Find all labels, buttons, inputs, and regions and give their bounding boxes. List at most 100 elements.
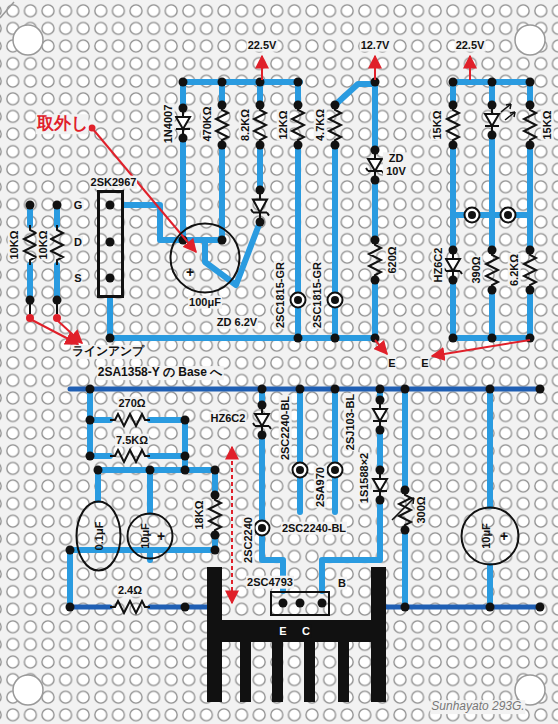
part-label-holder: 2SC2240-BL — [281, 522, 347, 535]
part-label: Sunhayato 293G. — [430, 700, 525, 714]
part-label: E — [420, 357, 429, 370]
part-label-holder: 1N4007 — [162, 104, 175, 145]
part-label-holder: 2SC1815-GR — [274, 261, 287, 329]
part-label-holder: 2SA970 — [314, 466, 327, 508]
part-label: 2SJ103-BL — [344, 393, 357, 451]
capacitor-value-holder: 0.1μF — [92, 521, 105, 552]
part-label: 12.7V — [360, 39, 391, 52]
part-label-holder: E — [278, 625, 287, 638]
part-label-holder: 10KΩ — [37, 230, 50, 261]
part-label-holder: ラインアンプ — [71, 345, 145, 359]
part-label: E — [387, 357, 396, 370]
part-label-holder: 8.2KΩ — [239, 108, 252, 142]
part-label-holder: 15KΩ — [541, 110, 554, 141]
part-label: 15KΩ — [431, 110, 444, 141]
part-label: 15KΩ — [541, 110, 554, 141]
part-label-holder: 15KΩ — [431, 110, 444, 141]
part-label: 2SA1358-Y の Base へ — [97, 366, 224, 380]
part-label: 1S1588×2 — [358, 452, 371, 504]
capacitor-outline-shape — [171, 224, 240, 293]
part-label-holder: 620Ω — [386, 245, 399, 274]
part-label: 7.5KΩ — [115, 434, 149, 447]
part-name-holder: 2SC4793 — [246, 576, 294, 589]
capacitor-outline-shape — [462, 508, 519, 565]
part-label: 18KΩ — [193, 500, 206, 531]
part-label: 2SC2240 — [242, 516, 255, 564]
part-label-holder: 2SC2240-BL — [279, 395, 292, 461]
capacitor-value: 10μF — [480, 522, 493, 550]
part-label-holder: 6.2KΩ — [508, 253, 521, 287]
part-label: 10KΩ — [8, 230, 21, 261]
part-label: HZ6C2 — [432, 247, 445, 284]
part-label: HZ6C2 — [210, 412, 247, 425]
capacitor-circle: 10μF + — [126, 512, 174, 560]
part-label: 12KΩ — [277, 110, 290, 141]
part-label: 8.2KΩ — [239, 108, 252, 142]
capacitor-circle: +100μF — [169, 222, 241, 294]
part-label-holder: 470KΩ — [201, 105, 214, 142]
part-label-holder: B — [337, 577, 347, 590]
part-label: 1N4007 — [162, 104, 175, 145]
part-label-holder: 2SC2240 — [242, 516, 255, 564]
part-label: 390Ω — [470, 255, 483, 284]
capacitor-value-holder: 10μF — [139, 522, 152, 550]
part-label-holder: 22.5V — [455, 39, 486, 52]
fet-outline: 2SK2967 — [97, 190, 124, 298]
capacitor-value-holder: + — [156, 528, 166, 544]
part-label-holder: 10KΩ — [8, 230, 21, 261]
part-label-holder: 2SJ103-BL — [344, 393, 357, 451]
part-label: 470KΩ — [201, 105, 214, 142]
part-label: S — [73, 272, 82, 285]
part-label: ラインアンプ — [71, 345, 145, 359]
part-label: ZD 6.2V — [216, 316, 258, 329]
part-name: 2SC4793 — [246, 576, 294, 589]
part-label: 6.2KΩ — [508, 253, 521, 287]
part-label: 10KΩ — [37, 230, 50, 261]
part-label-holder: HZ6C2 — [210, 412, 247, 425]
part-label-holder: 取外し — [36, 114, 89, 134]
part-label-holder: 2.4Ω — [117, 584, 143, 597]
part-label-holder: E — [420, 357, 429, 370]
part-label: G — [73, 199, 84, 212]
part-label: D — [73, 236, 83, 249]
part-label-holder: 2SC1815-GR — [311, 261, 324, 329]
part-label: 2SC2240-BL — [281, 522, 347, 535]
capacitor-outline-shape — [128, 514, 173, 559]
part-label-holder: 7.5KΩ — [115, 434, 149, 447]
part-label: E — [278, 625, 287, 638]
part-name-holder: 2SK2967 — [90, 176, 138, 189]
part-label-holder: G — [73, 199, 84, 212]
capacitor-outline-shape — [77, 502, 121, 571]
part-label-holder: 12KΩ — [277, 110, 290, 141]
part-label: 22.5V — [455, 39, 486, 52]
capacitor-value: + — [156, 528, 166, 544]
part-label: 2SA970 — [314, 466, 327, 508]
part-label: 2SC2240-BL — [279, 395, 292, 461]
part-label-holder: 2SA1358-Y の Base へ — [97, 366, 224, 380]
capacitor-value: + — [499, 528, 509, 544]
part-label-holder: 4.7KΩ — [314, 108, 327, 142]
part-name: 100μF — [188, 296, 222, 309]
capacitor-value: 10μF — [139, 522, 152, 550]
transistor-outline: 2SC4793 — [270, 591, 330, 616]
part-label: 2SC1815-GR — [274, 261, 287, 329]
part-name-holder: 100μF — [188, 296, 222, 309]
part-label-holder: 300Ω — [415, 495, 428, 524]
capacitor-value: + — [185, 264, 195, 280]
part-label: B — [337, 577, 347, 590]
part-label: 22.5V — [247, 39, 278, 52]
part-label: 300Ω — [415, 495, 428, 524]
part-label-holder: E — [387, 357, 396, 370]
part-label-holder: 390Ω — [470, 255, 483, 284]
part-label: 2.4Ω — [117, 584, 143, 597]
capacitor-value-holder: 10μF — [480, 522, 493, 550]
part-label-holder: ZD 10V — [383, 152, 409, 177]
part-label-holder: 18KΩ — [193, 500, 206, 531]
part-label: 620Ω — [386, 245, 399, 274]
part-label: 270Ω — [117, 397, 146, 410]
part-name: 2SK2967 — [90, 176, 138, 189]
part-label-holder: Sunhayato 293G. — [430, 700, 525, 714]
part-label: 取外し — [36, 114, 89, 134]
part-label-holder: D — [73, 236, 83, 249]
